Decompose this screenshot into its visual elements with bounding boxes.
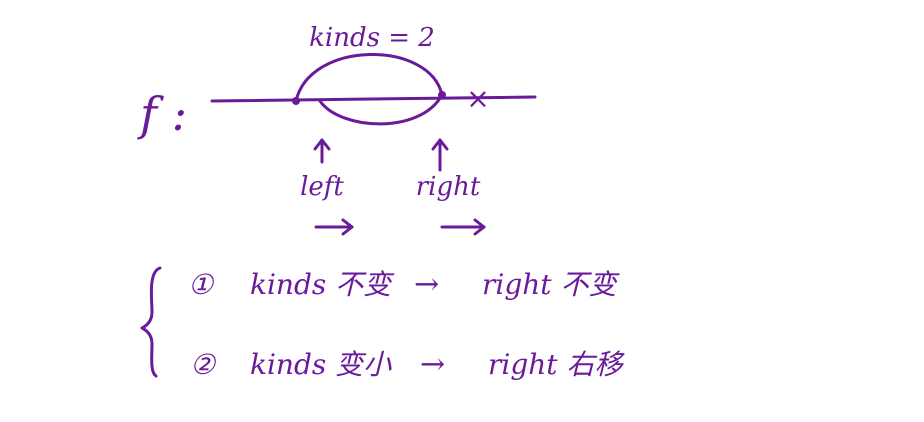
left-endpoint-dot	[292, 97, 300, 105]
case-condition: kinds 不变	[250, 268, 395, 301]
cases-brace	[140, 266, 162, 378]
case-condition: kinds 变小	[250, 348, 392, 381]
right-pointer-arrow	[431, 138, 449, 172]
case-row-1: ① kinds 不变 → right 不变	[188, 267, 620, 302]
right-pointer-label: right	[416, 172, 481, 202]
case-result: right 不变	[482, 268, 620, 301]
window-upper-arc	[294, 53, 444, 103]
case-result: right 右移	[488, 348, 625, 381]
case-number: ①	[188, 268, 215, 301]
case-row-2: ② kinds 变小 → right 右移	[190, 347, 625, 382]
cross-mark: ×	[466, 82, 489, 115]
right-move-right-arrow	[440, 218, 486, 236]
left-pointer-label: left	[300, 172, 344, 202]
case-arrow: →	[420, 347, 445, 382]
left-move-right-arrow	[314, 218, 354, 236]
kinds-count-label: kinds = 2	[309, 23, 435, 53]
sequence-line	[210, 95, 537, 103]
window-lower-arc	[318, 93, 444, 126]
f-label: f :	[137, 87, 187, 141]
case-number: ②	[190, 348, 217, 381]
right-endpoint-dot	[438, 91, 446, 99]
case-arrow: →	[414, 267, 439, 302]
left-pointer-arrow	[313, 138, 331, 164]
